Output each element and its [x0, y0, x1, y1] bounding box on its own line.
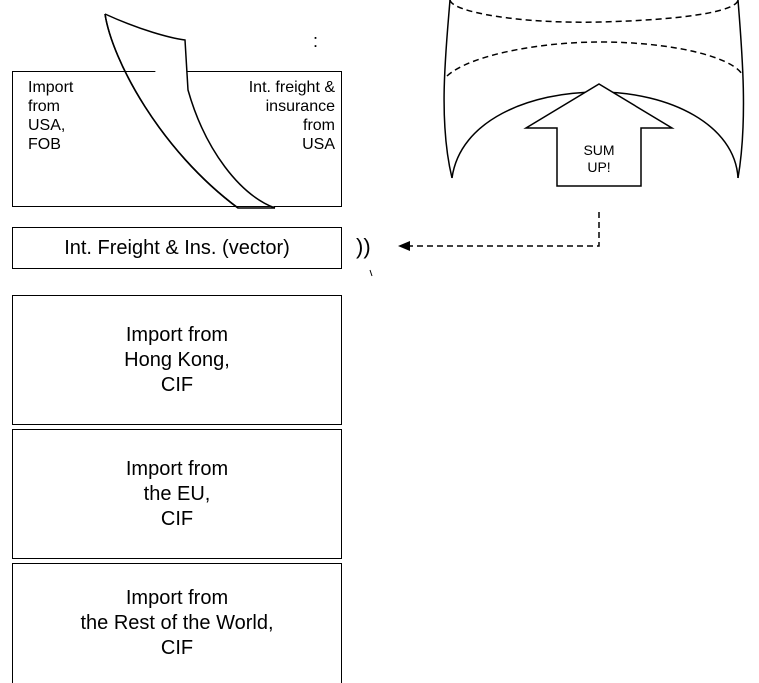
usa-fob-label: Import from USA, FOB: [28, 79, 74, 153]
import-box-rest-of-world: Import from the Rest of the World, CIF: [12, 563, 342, 683]
usa-import-box: Import from USA, FOB Int. freight & insu…: [12, 71, 342, 207]
usa-freight-label: Int. freight & insurance from USA: [248, 79, 335, 153]
paren-mark: )): [356, 234, 371, 259]
import-box-hong-kong: Import from Hong Kong, CIF: [12, 295, 342, 425]
freight-vector-box: Int. Freight & Ins. (vector): [12, 227, 342, 269]
colon-mark: :: [313, 31, 319, 51]
sum-up-label: SUM UP!: [583, 142, 615, 175]
import-box-eu: Import from the EU, CIF: [12, 429, 342, 559]
